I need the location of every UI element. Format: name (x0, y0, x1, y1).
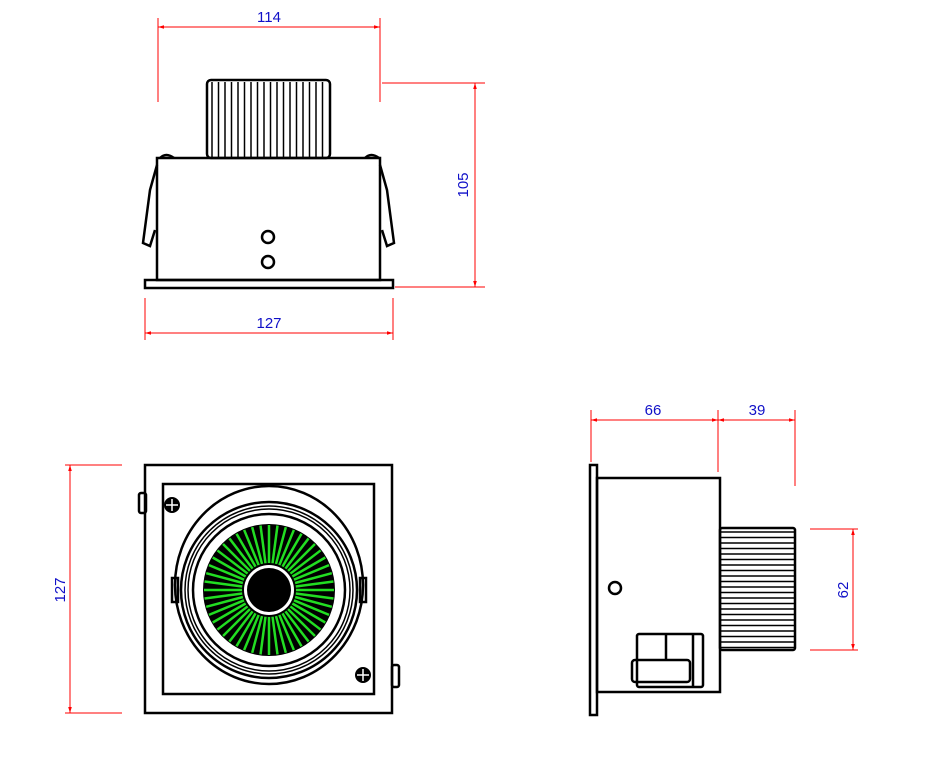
drawing-stroke (228, 610, 254, 643)
drawing-stroke (271, 616, 279, 655)
drawing-stroke (228, 537, 254, 570)
side-view: 66 39 62 (588, 402, 858, 717)
drawing-stroke (274, 615, 288, 654)
trim-ring (173, 484, 365, 686)
dimension-label: 127 (52, 577, 69, 602)
elevation-view: 114 105 127 (141, 9, 485, 340)
drawing-stroke (281, 612, 303, 647)
dimension-heatsink-height: 62 (810, 528, 858, 651)
screw-bottom-right (355, 667, 371, 683)
drawing-stroke (294, 571, 333, 585)
drawing-stroke (271, 525, 279, 564)
connector (630, 632, 705, 689)
drawing-stroke (235, 533, 257, 568)
dimension-label: 127 (256, 315, 281, 332)
led-lens (247, 568, 291, 612)
drawing-stroke (284, 537, 310, 570)
drawing-stroke (205, 595, 244, 609)
dimension-flange-height: 127 (52, 464, 122, 714)
drawing-stroke (205, 571, 244, 585)
heatsink-fins (718, 526, 797, 652)
drawing-stroke (222, 543, 251, 572)
drawing-stroke (287, 608, 316, 637)
drawing-stroke (259, 616, 267, 655)
dimension-label: 39 (749, 402, 766, 419)
heatsink-fins (205, 78, 332, 160)
screw-top-left (164, 497, 180, 513)
drawing-stroke (278, 614, 296, 651)
dimension-flange-width: 127 (144, 298, 394, 340)
drawing-stroke (250, 526, 264, 565)
drawing-stroke (222, 608, 251, 637)
drawing-stroke (295, 592, 334, 600)
drawing-stroke (293, 563, 330, 581)
housing-body (155, 156, 382, 282)
drawing-stroke (208, 599, 245, 617)
drawing-stroke (281, 533, 303, 568)
screw-hole (260, 229, 276, 245)
dimension-label: 105 (455, 172, 472, 197)
drawing-stroke (208, 563, 245, 581)
drawing-stroke (287, 543, 316, 572)
drawing-stroke (284, 610, 310, 643)
flange-outer (143, 463, 394, 715)
drawing-stroke (274, 526, 288, 565)
drawing-stroke (235, 612, 257, 647)
drawing-stroke (289, 549, 322, 575)
drawing-stroke (278, 529, 296, 566)
drawing-stroke (216, 549, 249, 575)
dimension-label: 62 (835, 582, 852, 599)
drawing-stroke (259, 525, 267, 564)
screw-hole (607, 580, 623, 596)
drawing-stroke (291, 602, 326, 624)
drawing-stroke (204, 580, 243, 588)
front-view: 127 (52, 463, 401, 715)
drawing-stroke (293, 599, 330, 617)
dimension-body-depth: 66 39 (590, 402, 796, 486)
drawing-stroke (212, 556, 247, 578)
drawing-stroke (216, 605, 249, 631)
drawing-stroke (204, 592, 243, 600)
drawing-stroke (289, 605, 322, 631)
spring-clip-left (141, 164, 159, 248)
dimension-top-width: 114 (157, 9, 381, 102)
screw-hole (260, 254, 276, 270)
drawing-stroke (291, 556, 326, 578)
drawing-stroke (242, 529, 260, 566)
dimension-label: 66 (645, 402, 662, 419)
dimension-label: 114 (257, 9, 281, 26)
drawing-stroke (250, 615, 264, 654)
drawing-stroke (242, 614, 260, 651)
flange (143, 278, 395, 290)
spring-clip-right (378, 164, 396, 248)
flange-inner (161, 482, 376, 696)
drawing-stroke (212, 602, 247, 624)
drawing-stroke (294, 595, 333, 609)
drawing-stroke (295, 580, 334, 588)
dimension-height: 105 (382, 82, 485, 288)
